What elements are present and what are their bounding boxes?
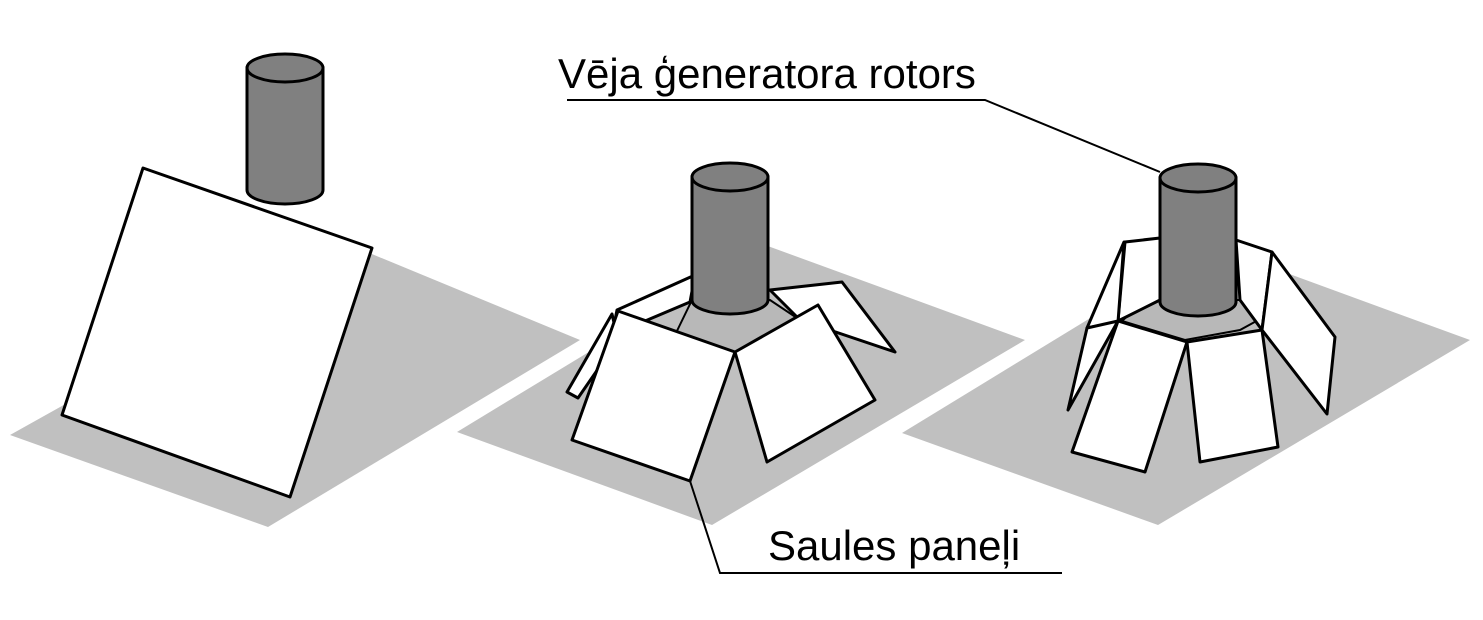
solar-panel-right-side: [1260, 250, 1337, 416]
ground-plate-2: [457, 245, 1025, 525]
configuration-four-panels: [457, 161, 1025, 525]
solar-panel-large: [60, 166, 374, 499]
panels-label: Saules paneļi: [768, 522, 1020, 569]
configuration-eight-panels: [902, 162, 1470, 525]
solar-panel-back-left: [1085, 240, 1126, 330]
solar-panel-front-2: [1185, 328, 1280, 464]
solar-panel-left-side: [1066, 319, 1120, 412]
solar-panel-front-1: [1070, 319, 1189, 474]
rotor-label: Vēja ģeneratora rotors: [558, 50, 976, 97]
panels-leader-line: [689, 480, 1062, 574]
configuration-single-panel: [10, 52, 580, 527]
solar-panel-back-right: [768, 280, 897, 354]
wind-rotor-3: [1158, 162, 1238, 318]
wind-rotor-2: [690, 161, 770, 316]
ground-plate-3: [902, 245, 1470, 525]
wind-rotor-1: [245, 52, 325, 206]
rotor-leader-line: [567, 99, 1161, 173]
solar-panel-right: [733, 303, 877, 464]
